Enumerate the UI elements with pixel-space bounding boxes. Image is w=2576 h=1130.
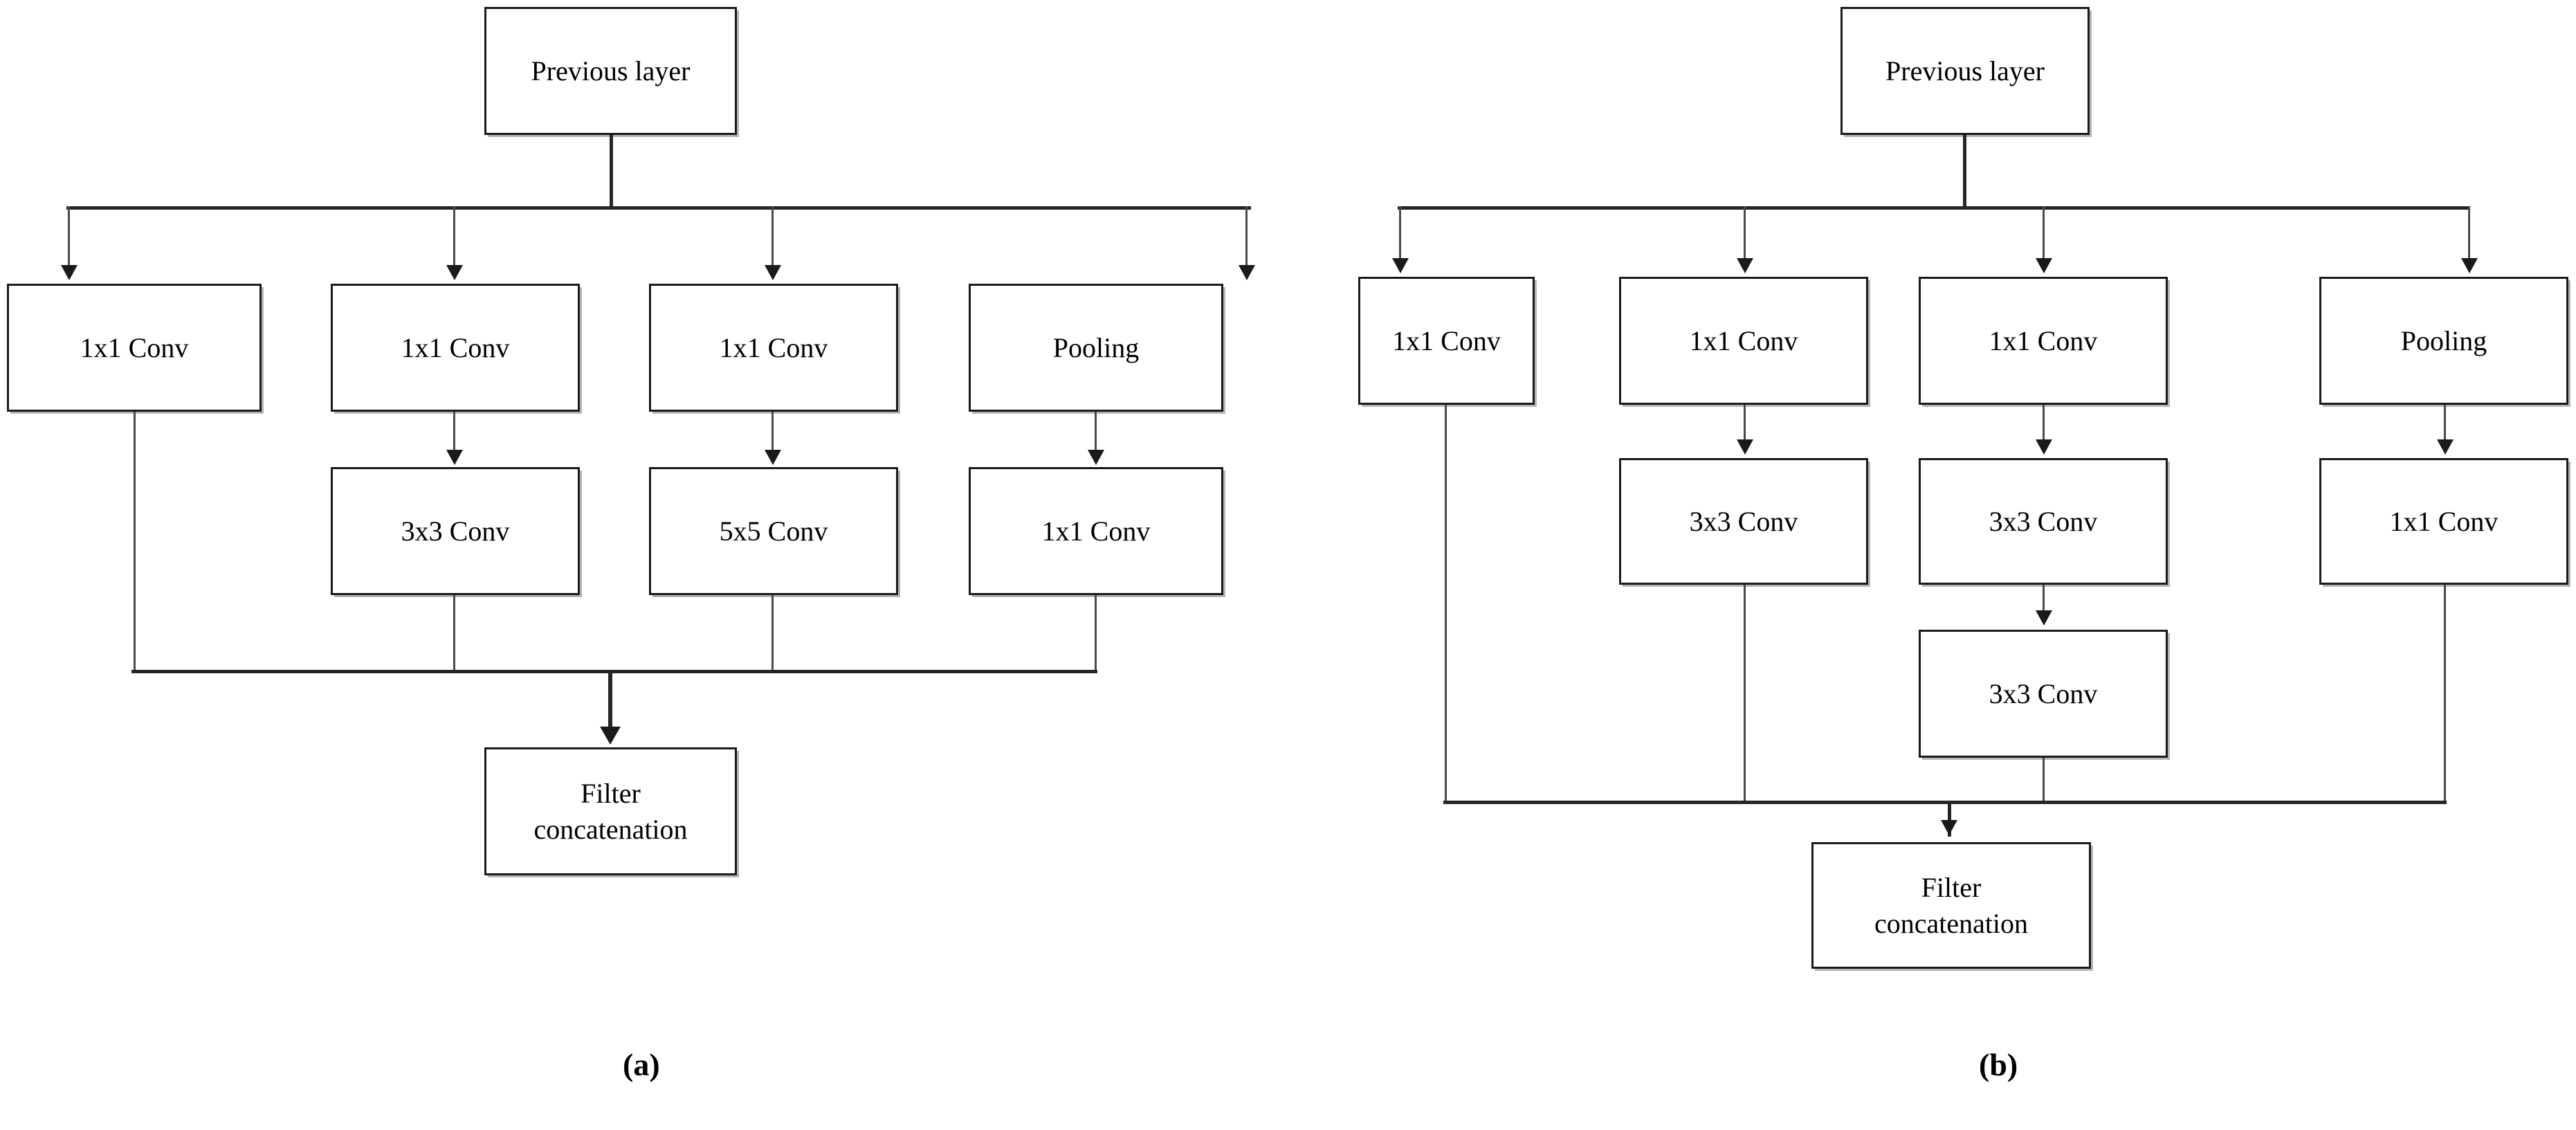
edge-branch3-to-merge-b	[2043, 758, 2045, 803]
node-label: 1x1 Conv	[2389, 505, 2499, 537]
node-branch2-second-b: 3x3 Conv	[1619, 458, 1868, 585]
edge-drop-branch3-b	[2043, 206, 2045, 260]
node-branch1-top-b: 1x1 Conv	[1358, 277, 1535, 405]
node-label: 1x1 Conv	[1689, 325, 1798, 356]
node-label: 1x1 Conv	[1041, 515, 1151, 547]
edge-branch3-row1-to-row2-a	[771, 412, 774, 452]
node-label: 3x3 Conv	[401, 515, 510, 547]
panel-caption-a: (a)	[623, 1047, 660, 1082]
panel-a: Previous layer 1x1 Conv 1x1 Conv 1x1 Con…	[0, 0, 1287, 1130]
node-label: 1x1 Conv	[401, 331, 510, 363]
node-label: Previous layer	[531, 55, 691, 86]
arrowhead-branch4-a	[1239, 265, 1255, 280]
node-previous-layer-b: Previous layer	[1840, 7, 2090, 135]
edge-merge-bus-a	[131, 670, 1097, 673]
arrowhead-branch2-row2-a	[446, 450, 463, 465]
node-branch4-top-a: Pooling	[969, 284, 1223, 412]
edge-merge-to-concat-a	[608, 670, 612, 727]
arrowhead-branch2-a	[446, 265, 463, 280]
node-label-line2: concatenation	[1874, 907, 2029, 939]
arrowhead-branch3-row2-a	[765, 450, 781, 465]
edge-distribution-bus-b	[1398, 206, 2470, 210]
edge-distribution-bus-a	[66, 206, 1251, 210]
edge-drop-branch1-b	[1399, 206, 1401, 260]
edge-drop-branch1-a	[68, 206, 70, 267]
arrowhead-branch4-row2-b	[2437, 439, 2454, 455]
arrowhead-branch2-b	[1737, 258, 1753, 273]
node-label: 5x5 Conv	[719, 515, 828, 547]
arrowhead-branch3-row3-b	[2036, 610, 2052, 626]
edge-branch2-to-merge-a	[453, 595, 455, 673]
edge-branch1-to-merge-a	[134, 412, 136, 673]
node-label-line1: Filter	[1921, 872, 1982, 904]
arrowhead-branch3-row2-b	[2036, 439, 2052, 455]
edge-drop-branch4-b	[2468, 206, 2470, 260]
edge-branch4-to-merge-a	[1095, 595, 1097, 673]
edge-previous-to-bus-b	[1963, 135, 1966, 208]
edge-drop-branch2-a	[453, 206, 455, 267]
node-previous-layer-a: Previous layer	[484, 7, 737, 135]
node-branch3-second-b: 3x3 Conv	[1919, 458, 2168, 585]
node-label: Previous layer	[1885, 55, 2045, 86]
node-branch4-second-a: 1x1 Conv	[969, 467, 1223, 595]
edge-previous-to-bus-a	[610, 135, 613, 208]
node-branch2-second-a: 3x3 Conv	[331, 467, 580, 595]
edge-drop-branch3-a	[771, 206, 774, 267]
edge-branch2-row1-to-row2-b	[1744, 405, 1746, 441]
node-label: 1x1 Conv	[1989, 325, 2098, 356]
node-label: 1x1 Conv	[80, 331, 189, 363]
arrowhead-branch3-a	[765, 265, 781, 280]
edge-drop-branch4-a	[1245, 206, 1248, 267]
node-filter-concatenation-b: Filter concatenation	[1811, 842, 2091, 969]
edge-branch3-row2-to-row3-b	[2043, 585, 2045, 612]
node-branch3-top-b: 1x1 Conv	[1919, 277, 2168, 405]
edge-drop-branch2-b	[1744, 206, 1746, 260]
edge-branch4-row1-to-row2-a	[1095, 412, 1097, 452]
arrowhead-concat-b	[1941, 820, 1957, 835]
node-branch3-top-a: 1x1 Conv	[649, 284, 898, 412]
node-label: Pooling	[1052, 331, 1140, 363]
node-label: 1x1 Conv	[719, 331, 828, 363]
node-branch2-top-b: 1x1 Conv	[1619, 277, 1868, 405]
edge-branch3-row1-to-row2-b	[2043, 405, 2045, 441]
arrowhead-branch2-row2-b	[1737, 439, 1753, 455]
node-label-line2: concatenation	[533, 813, 688, 845]
arrowhead-branch4-b	[2461, 258, 2478, 273]
edge-branch2-to-merge-b	[1744, 585, 1746, 803]
node-branch2-top-a: 1x1 Conv	[331, 284, 580, 412]
node-label: 3x3 Conv	[1689, 505, 1798, 537]
node-label: Pooling	[2400, 325, 2487, 356]
edge-branch3-to-merge-a	[771, 595, 774, 673]
node-branch1-top-a: 1x1 Conv	[7, 284, 262, 412]
node-branch3-second-a: 5x5 Conv	[649, 467, 898, 595]
arrowhead-branch1-b	[1392, 258, 1409, 273]
node-label: 3x3 Conv	[1989, 677, 2098, 709]
node-label: 3x3 Conv	[1989, 505, 2098, 537]
arrowhead-branch4-row2-a	[1088, 450, 1104, 465]
edge-branch4-to-merge-b	[2444, 585, 2446, 803]
arrowhead-concat-a	[600, 727, 621, 745]
node-branch4-second-b: 1x1 Conv	[2319, 458, 2568, 585]
panel-caption-b: (b)	[1979, 1047, 2018, 1082]
node-label-line1: Filter	[581, 778, 641, 810]
arrowhead-branch1-a	[61, 265, 77, 280]
arrowhead-branch3-b	[2036, 258, 2052, 273]
edge-branch2-row1-to-row2-a	[453, 412, 455, 452]
node-filter-concatenation-a: Filter concatenation	[484, 747, 737, 875]
edge-branch4-row1-to-row2-b	[2444, 405, 2446, 441]
panel-b: Previous layer 1x1 Conv 1x1 Conv 1x1 Con…	[1287, 0, 2576, 1130]
node-branch4-top-b: Pooling	[2319, 277, 2568, 405]
edge-merge-bus-b	[1443, 801, 2447, 804]
node-label: 1x1 Conv	[1392, 325, 1501, 356]
edge-branch1-to-merge-b	[1445, 405, 1447, 803]
edge-merge-to-concat-b	[1948, 801, 1951, 837]
node-branch3-third-b: 3x3 Conv	[1919, 630, 2168, 758]
